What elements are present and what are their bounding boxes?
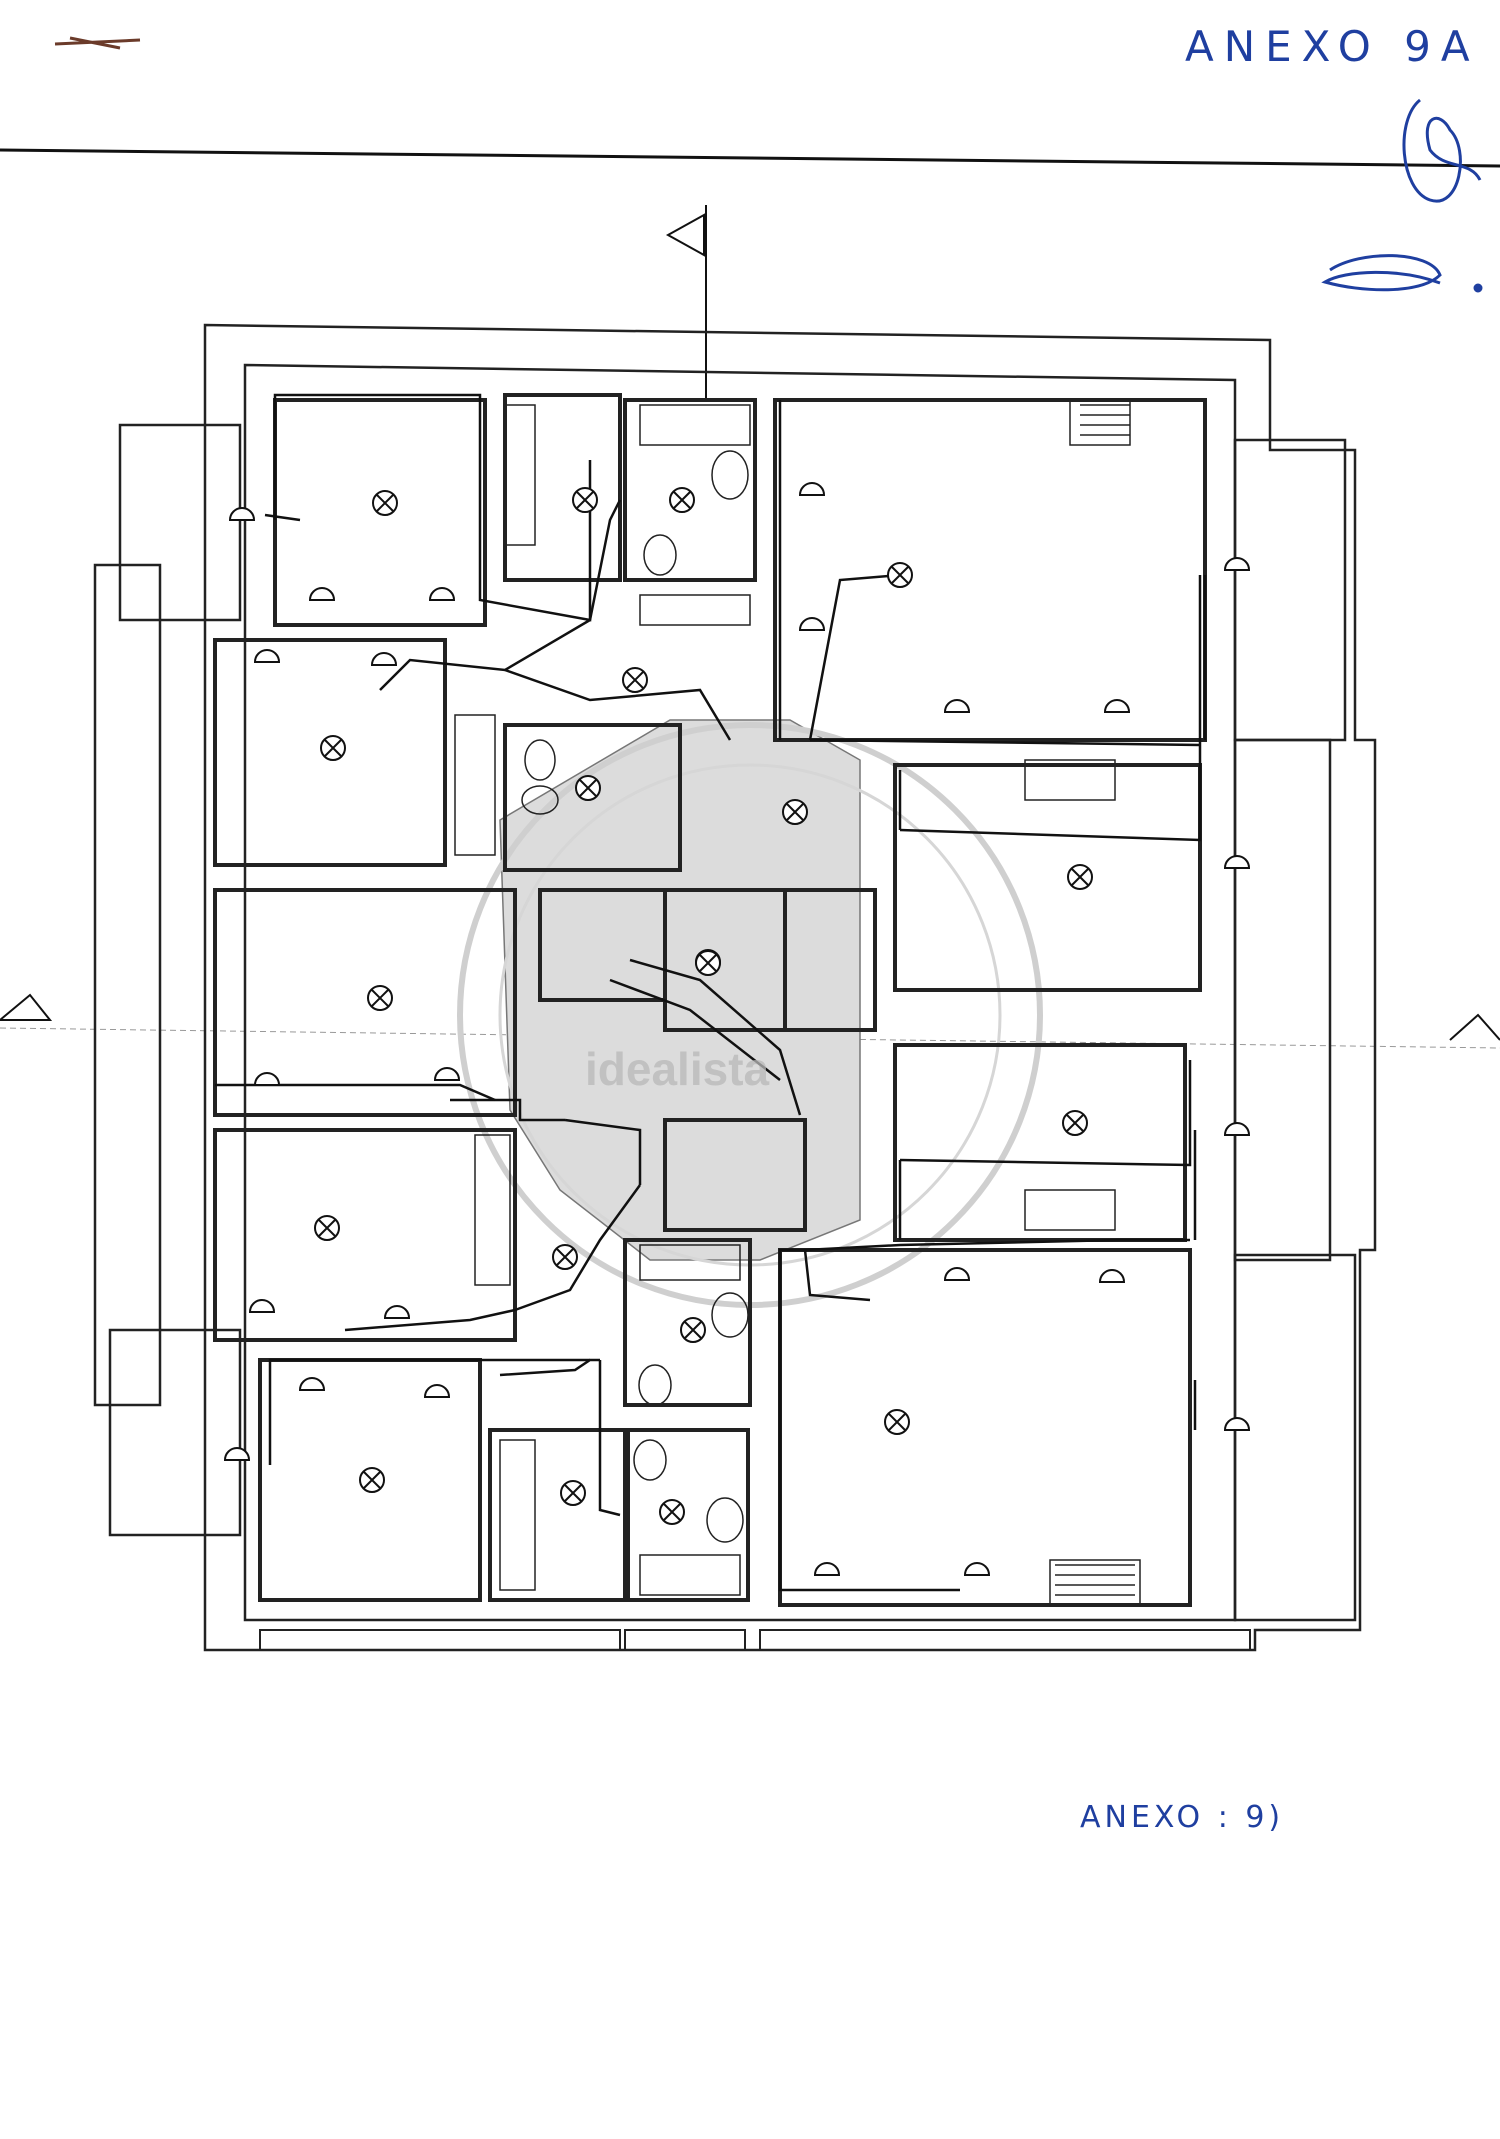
socket-outlets (223, 482, 1251, 1576)
annex-label-bottom: ANEXO : 9) (1080, 1800, 1285, 1835)
room-walls (213, 393, 1207, 1607)
bath-2 (623, 398, 757, 582)
bath-5 (488, 1428, 627, 1602)
core-shaded-area (499, 719, 861, 1261)
lower-building-strip (259, 1629, 1251, 1651)
wiring-runs (215, 393, 1207, 1592)
corner-scribble (54, 36, 141, 50)
watermark-text: idealista (585, 1043, 770, 1095)
room-right-2 (893, 763, 1202, 992)
room-left-4 (213, 1128, 517, 1342)
corridor-box-3 (783, 888, 877, 1032)
room-top-right (773, 398, 1207, 742)
room-right-3 (893, 1043, 1187, 1242)
bath-6 (626, 1428, 750, 1602)
section-marker-right (1449, 1013, 1500, 1041)
header-rule-line (0, 148, 1500, 168)
bath-4 (623, 1238, 752, 1407)
section-marker-left (0, 993, 53, 1021)
reference-marker (665, 205, 707, 400)
bath-3 (503, 723, 682, 872)
room-left-2 (213, 638, 447, 867)
building-outline (93, 323, 1377, 1652)
annex-label-top: ANEXO 9A (1185, 22, 1480, 71)
room-bottom-right (778, 1248, 1192, 1607)
signature-mark (1321, 98, 1483, 293)
fixtures (454, 399, 1141, 1606)
corridor-box-4 (663, 1118, 807, 1232)
room-left-3 (213, 888, 517, 1117)
light-fixtures (314, 487, 1093, 1525)
